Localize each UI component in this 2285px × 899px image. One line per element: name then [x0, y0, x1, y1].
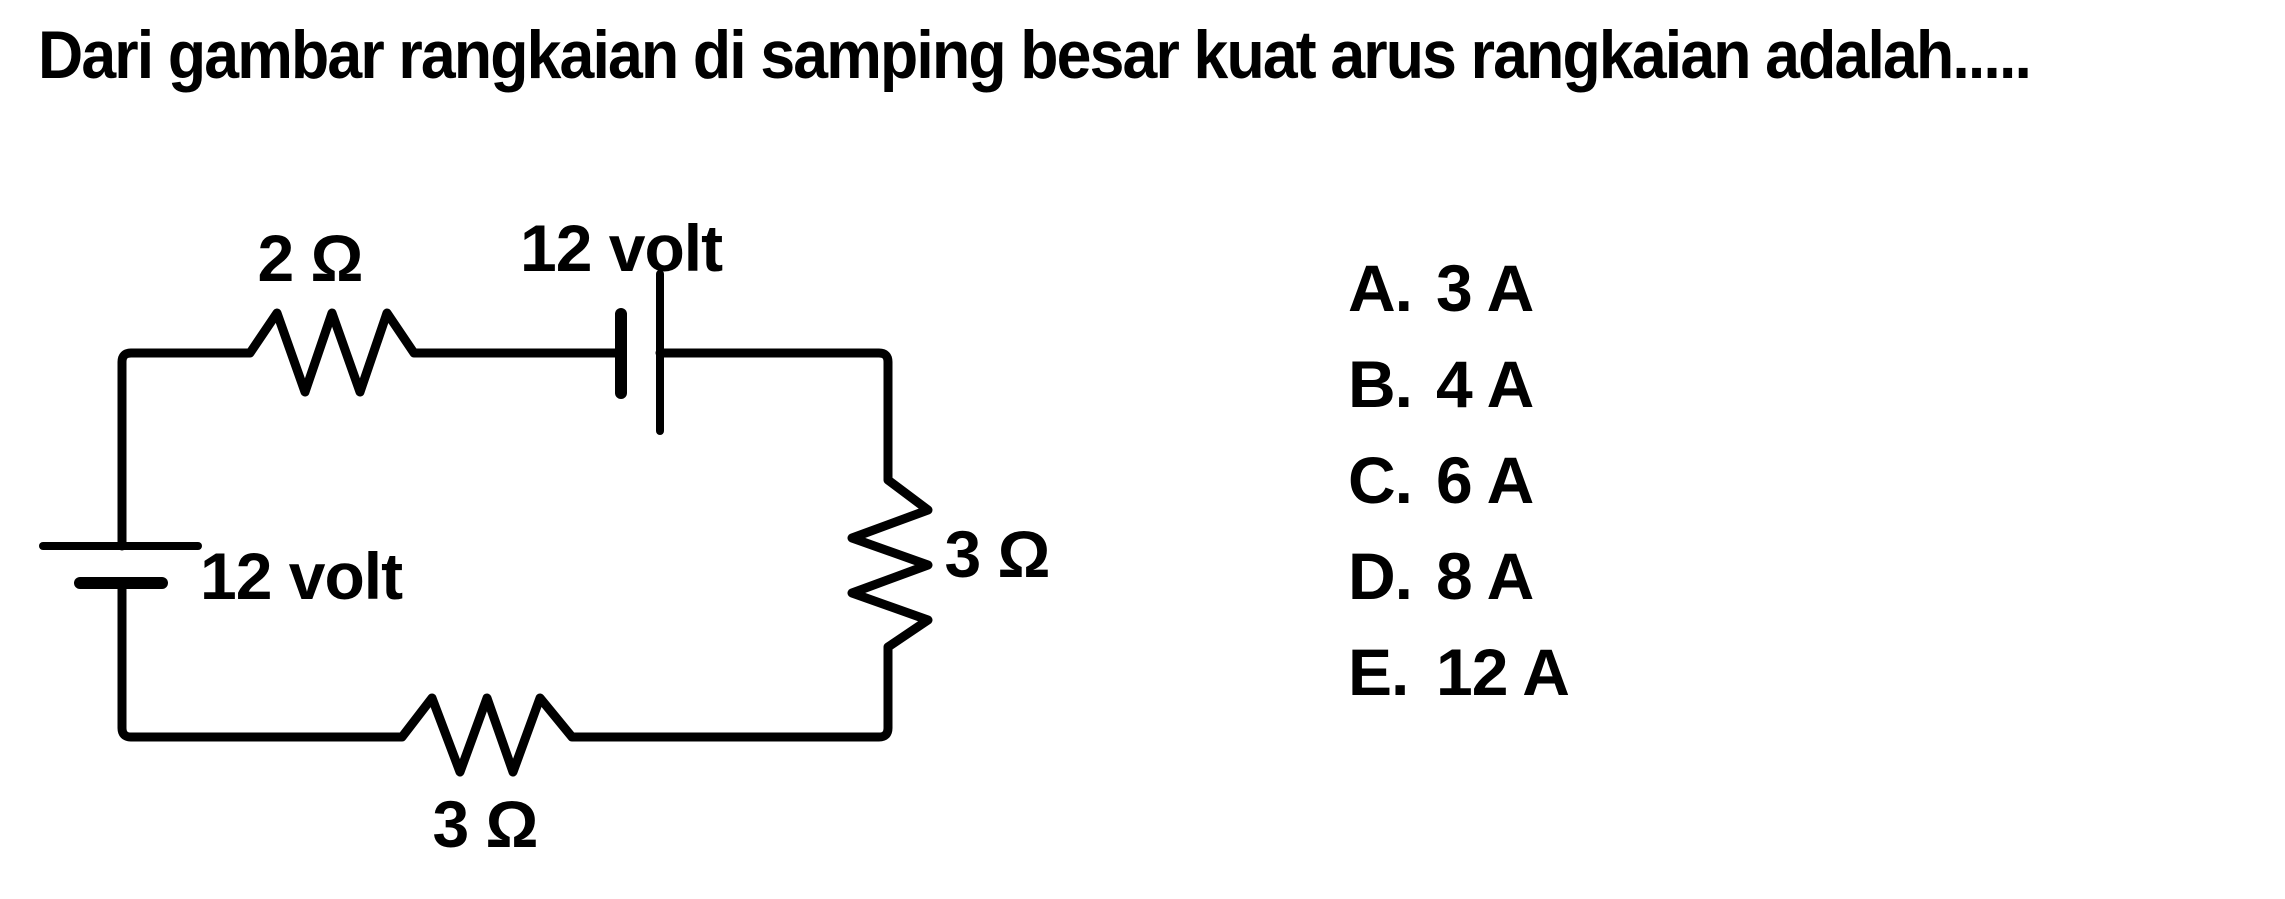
option-c-letter: C.	[1348, 443, 1413, 517]
option-b-letter: B.	[1348, 347, 1413, 421]
option-e-letter: E.	[1348, 635, 1409, 709]
circuit-wire-top-left-branch	[117, 308, 621, 551]
right-resistor-label: 3 Ω	[944, 517, 1051, 591]
option-a-letter: A.	[1348, 251, 1413, 325]
option-a-value: 3 A	[1436, 251, 1534, 325]
option-a: A. 3 A	[1348, 240, 1569, 336]
option-d-letter: D.	[1348, 539, 1413, 613]
bottom-resistor-label: 3 Ω	[432, 787, 539, 861]
top-battery-label: 12 volt	[520, 211, 723, 285]
option-c-value: 6 A	[1436, 443, 1534, 517]
top-resistor-label: 2 Ω	[257, 221, 364, 295]
option-e: E. 12 A	[1348, 624, 1570, 720]
option-d: D. 8 A	[1348, 528, 1569, 624]
option-d-value: 8 A	[1436, 539, 1534, 613]
option-b-value: 4 A	[1436, 347, 1534, 421]
option-e-value: 12 A	[1436, 635, 1570, 709]
circuit-wire-main-loop	[117, 348, 933, 777]
option-c: C. 6 A	[1348, 432, 1569, 528]
answer-options: A. 3 A B. 4 A C. 6 A D. 8 A E. 12 A	[1348, 240, 1570, 720]
option-b: B. 4 A	[1348, 336, 1569, 432]
left-battery-label: 12 volt	[200, 539, 403, 613]
question-text: Dari gambar rangkaian di samping besar k…	[38, 17, 2032, 93]
